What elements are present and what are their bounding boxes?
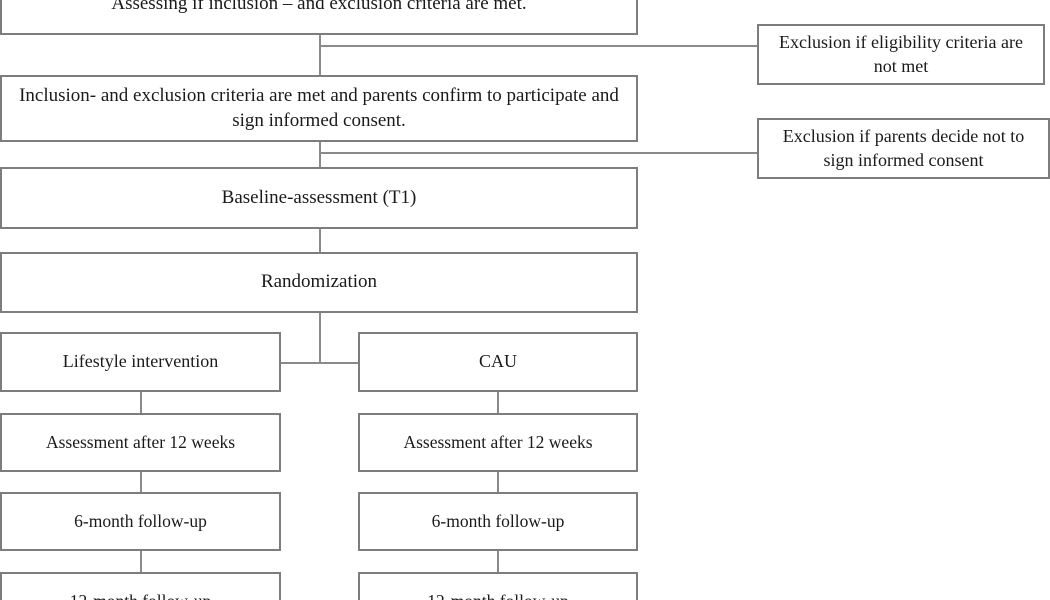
node-left-6-month-followup: 6-month follow-up <box>0 492 281 551</box>
node-cau-label: CAU <box>478 351 517 372</box>
node-left-12-month-followup: 12-month follow-up <box>0 572 281 600</box>
connector-left-assessment-to-6month <box>140 471 142 493</box>
connector-step1-to-step2 <box>319 34 321 76</box>
node-right-assessment-12-weeks-label: Assessment after 12 weeks <box>403 432 593 453</box>
node-right-6-month-followup: 6-month follow-up <box>358 492 638 551</box>
node-left-6-month-followup-label: 6-month follow-up <box>74 511 207 532</box>
node-criteria-met-consent-label: Inclusion- and exclusion criteria are me… <box>19 85 619 131</box>
node-assessing-criteria-label: Assessing if inclusion – and exclusion c… <box>111 0 527 15</box>
connector-right-6month-to-12month <box>497 551 499 573</box>
node-left-12-month-followup-label: 12-month follow-up <box>10 590 271 600</box>
node-criteria-met-consent: Inclusion- and exclusion criteria are me… <box>0 75 638 142</box>
node-lifestyle-intervention-label: Lifestyle intervention <box>62 351 219 372</box>
connector-step2-to-exclusion2 <box>319 152 757 154</box>
connector-step1-to-exclusion1 <box>319 45 757 47</box>
node-exclusion-consent-label: Exclusion if parents decide not to sign … <box>782 126 1025 170</box>
node-randomization-label: Randomization <box>260 271 378 293</box>
connector-left-arm-to-assessment <box>140 391 142 414</box>
connector-left-6month-to-12month <box>140 551 142 573</box>
connector-step3-to-step4 <box>319 228 321 253</box>
node-baseline-assessment: Baseline-assessment (T1) <box>0 167 638 229</box>
node-randomization: Randomization <box>0 252 638 313</box>
connector-step2-to-step3 <box>319 141 321 168</box>
node-left-assessment-12-weeks-label: Assessment after 12 weeks <box>45 432 236 453</box>
node-right-6-month-followup-label: 6-month follow-up <box>431 511 565 532</box>
node-right-12-month-followup: 12-month follow-up <box>358 572 638 600</box>
node-right-assessment-12-weeks: Assessment after 12 weeks <box>358 413 638 472</box>
connector-step4-to-split <box>319 312 321 364</box>
connector-right-arm-to-assessment <box>497 391 499 414</box>
node-left-assessment-12-weeks: Assessment after 12 weeks <box>0 413 281 472</box>
node-assessing-criteria: Assessing if inclusion – and exclusion c… <box>0 0 638 35</box>
node-exclusion-consent: Exclusion if parents decide not to sign … <box>757 118 1050 179</box>
node-right-12-month-followup-label: 12-month follow-up <box>368 590 628 600</box>
node-cau: CAU <box>358 332 638 392</box>
node-exclusion-eligibility: Exclusion if eligibility criteria are no… <box>757 24 1045 85</box>
node-lifestyle-intervention: Lifestyle intervention <box>0 332 281 392</box>
node-baseline-assessment-label: Baseline-assessment (T1) <box>221 186 417 208</box>
connector-right-assessment-to-6month <box>497 471 499 493</box>
node-exclusion-eligibility-label: Exclusion if eligibility criteria are no… <box>779 32 1023 76</box>
connector-split-horizontal <box>281 362 359 364</box>
